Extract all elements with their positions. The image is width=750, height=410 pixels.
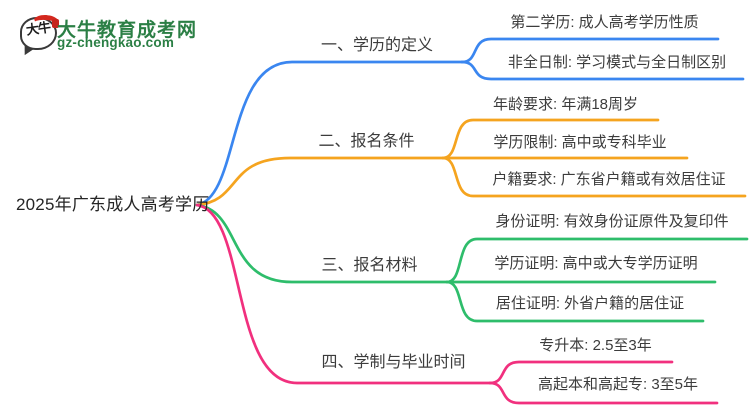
branch-1-node: 一、学历的定义	[320, 37, 433, 54]
branch-2-child-2-node: 学历限制: 高中或专科毕业	[493, 134, 667, 151]
branch-4-node: 四、学制与毕业时间	[321, 354, 466, 371]
branch-4-child-2-node: 高起本和高起专: 3至5年	[537, 376, 699, 393]
logo-bubble-icon: 大牛	[20, 14, 61, 50]
branch-1-child-2-line	[460, 60, 745, 81]
logo-domain: gz-chengkao.com	[57, 35, 175, 50]
logo-seal-icon	[52, 19, 59, 28]
root-node: 2025年广东成人高考学历	[16, 195, 210, 214]
branch-3-child-1-node: 身份证明: 有效身份证原件及复印件	[495, 213, 729, 230]
branch-4-curve	[195, 203, 492, 385]
branch-3-node: 三、报名材料	[321, 257, 418, 274]
branch-3-child-1-line	[445, 237, 749, 284]
branch-1-curve	[195, 60, 464, 207]
branch-1-child-2-node: 非全日制: 学习模式与全日制区别	[507, 54, 727, 71]
branch-2-child-1-node: 年龄要求: 年满18周岁	[492, 96, 639, 113]
branch-3-child-2-node: 学历证明: 高中或大专学历证明	[494, 255, 698, 272]
branch-4-child-2-line	[488, 381, 719, 405]
branch-3-child-3-line	[445, 280, 705, 323]
logo-title: 大牛教育成考网	[57, 20, 198, 41]
branch-1-child-1-node: 第二学历: 成人高考学历性质	[510, 14, 699, 31]
site-logo: 大牛 大牛教育成考网 gz-chengkao.com	[18, 12, 218, 62]
branch-3-curve	[195, 203, 449, 284]
branch-3-child-3-node: 居住证明: 外省户籍的居住证	[495, 295, 685, 312]
branch-2-child-3-node: 户籍要求: 广东省户籍或有效居住证	[492, 171, 726, 188]
branch-2-node: 二、报名条件	[318, 133, 415, 150]
branch-4-child-1-node: 专升本: 2.5至3年	[539, 337, 652, 354]
branch-2-curve	[195, 156, 445, 207]
branch-2-child-3-line	[441, 156, 747, 198]
logo-mark-text: 大牛	[25, 19, 51, 38]
